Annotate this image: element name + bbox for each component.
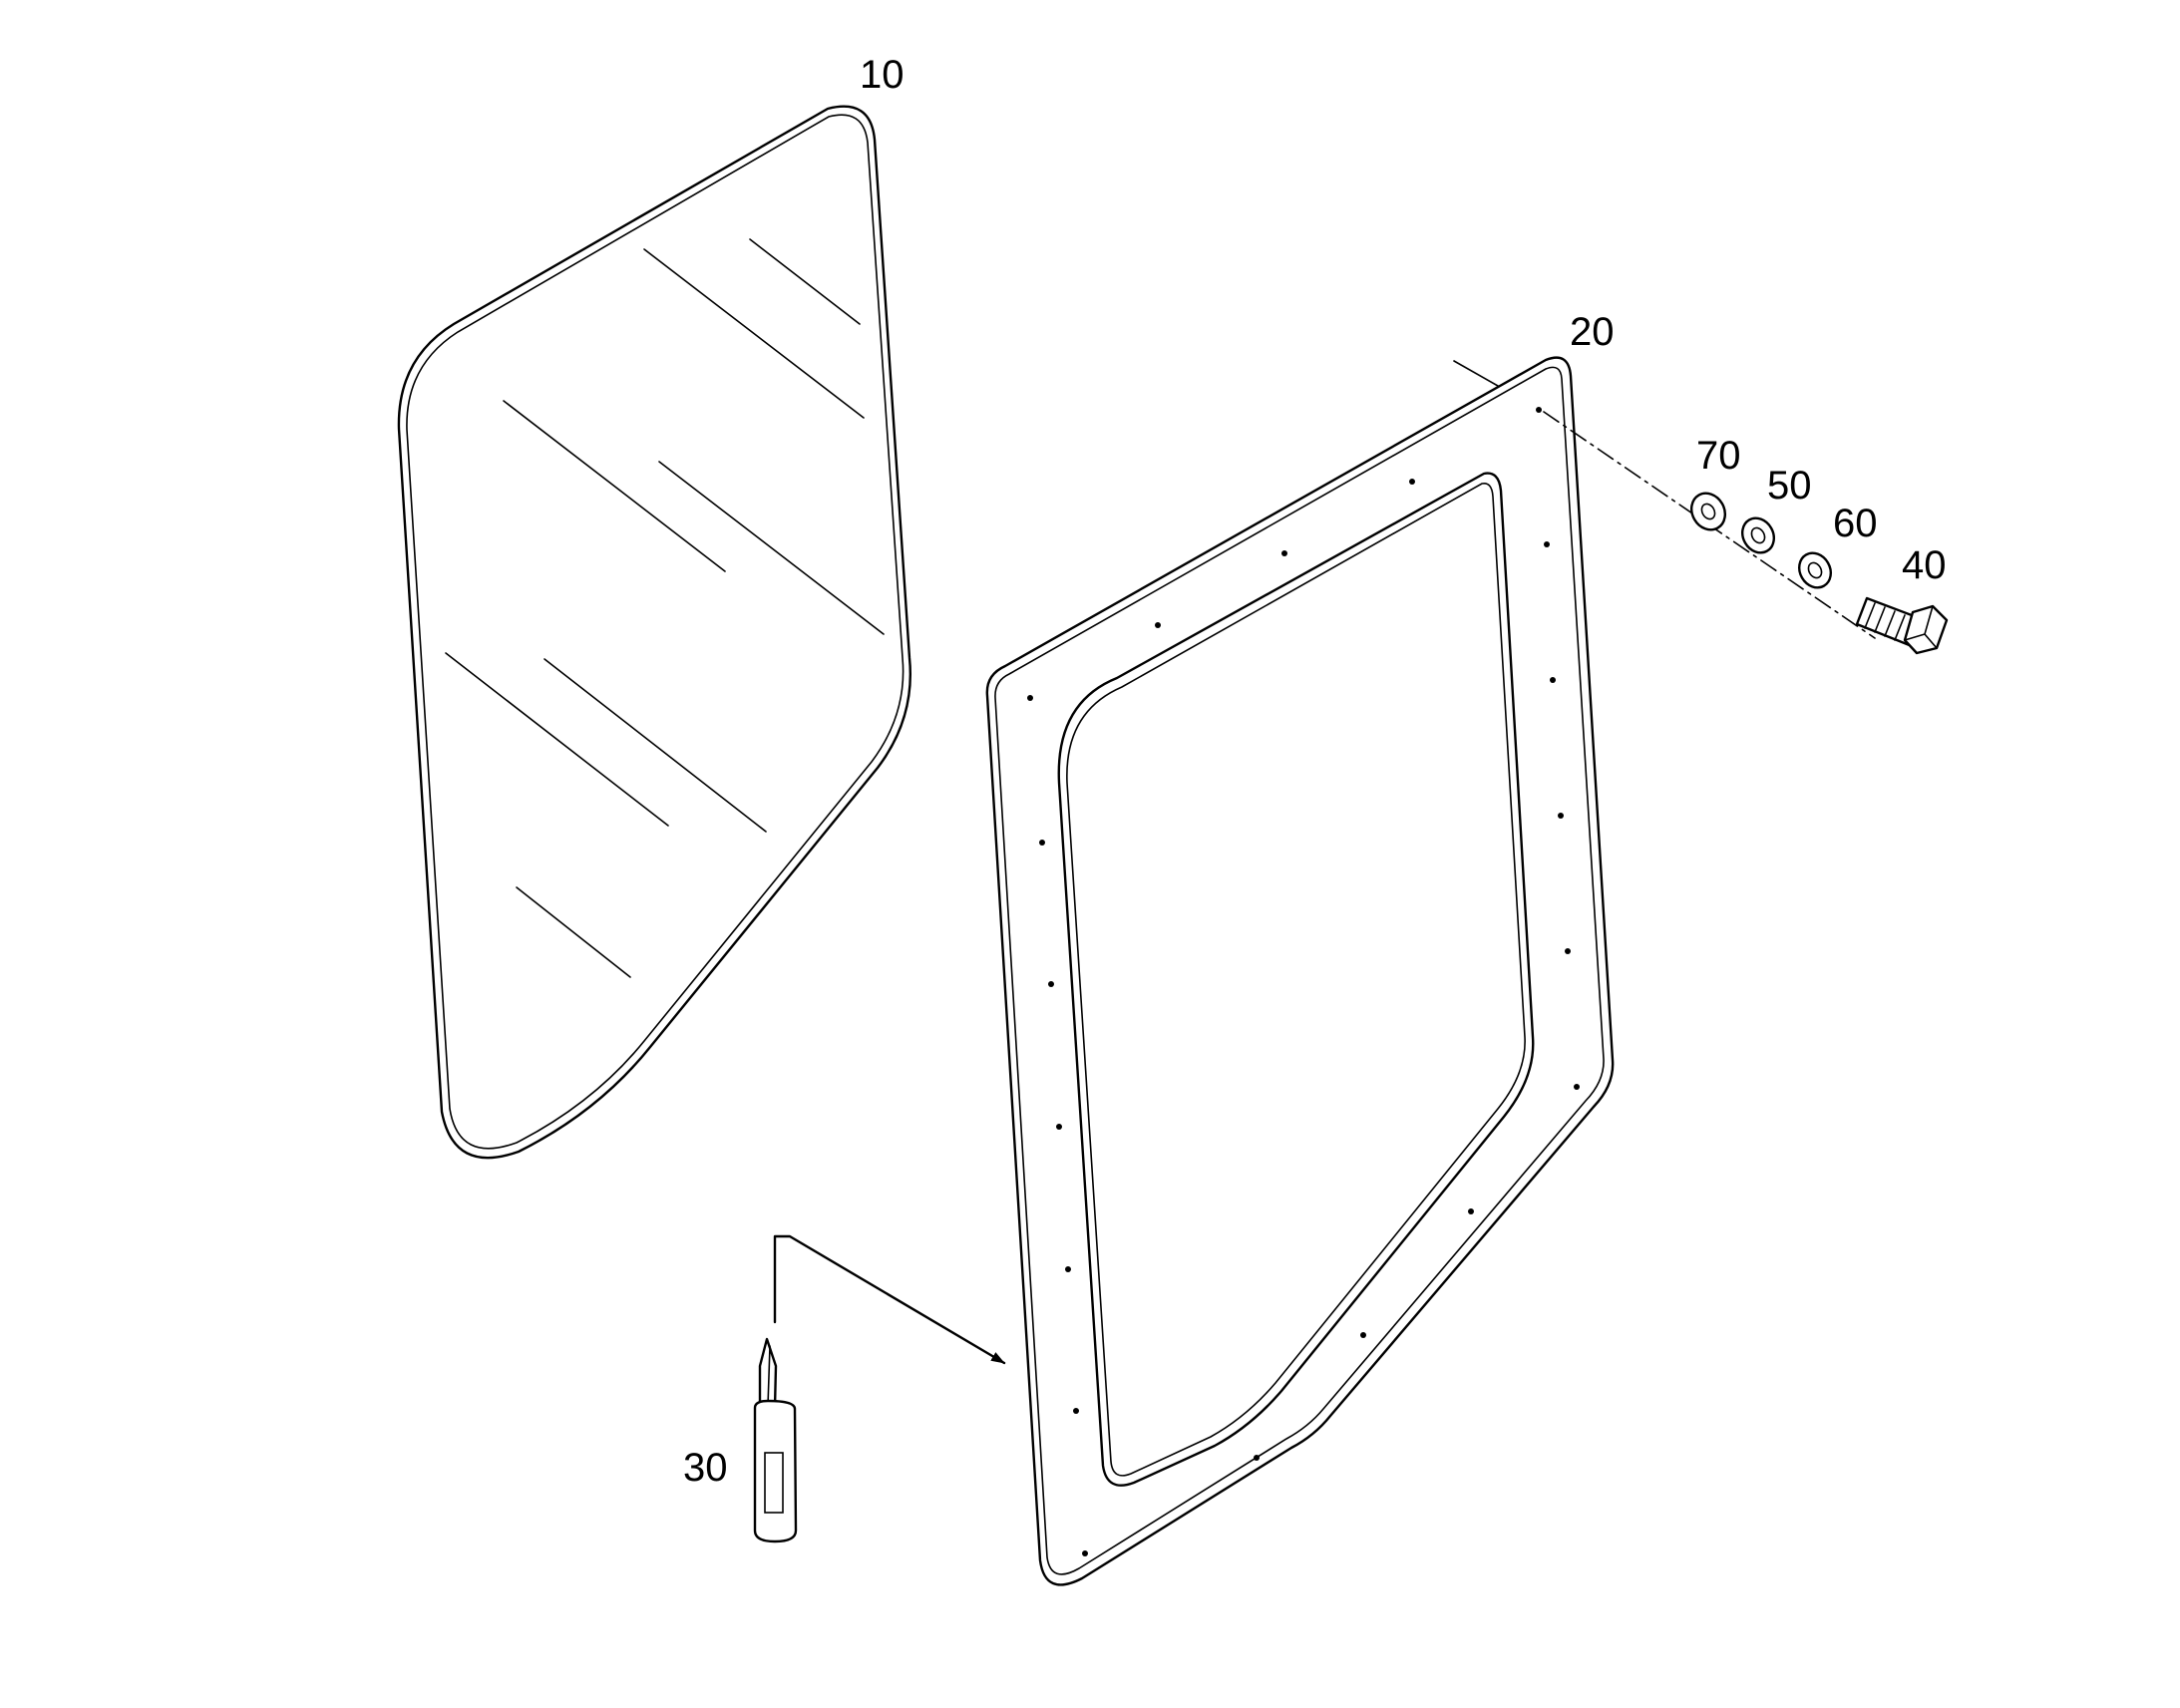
glass-outline-inner	[406, 114, 905, 1150]
washer-70[interactable]	[1685, 488, 1732, 536]
washer-50[interactable]	[1736, 512, 1780, 558]
glass-outline-outer	[397, 105, 911, 1160]
frame-leader-line	[1453, 360, 1499, 387]
callout-20: 20	[1570, 310, 1615, 354]
frame-outline-outer	[985, 356, 1615, 1586]
callout-10: 10	[860, 53, 905, 97]
sealant-body	[753, 1399, 798, 1543]
sealant-label	[764, 1452, 784, 1514]
frame-opening-inner	[1066, 482, 1526, 1477]
glass-reflection-lines	[445, 238, 885, 978]
callout-40: 40	[1902, 543, 1947, 587]
washer-60[interactable]	[1793, 547, 1837, 593]
callout-60: 60	[1833, 502, 1878, 545]
frame-opening-outer	[1057, 472, 1535, 1487]
sealant-tube[interactable]	[753, 1337, 798, 1543]
callout-50: 50	[1767, 464, 1812, 508]
bolt-40[interactable]	[1855, 596, 1949, 655]
window-frame[interactable]	[985, 356, 1615, 1586]
glass-pane[interactable]	[397, 105, 911, 1160]
application-arrow	[773, 1234, 1006, 1365]
callout-30: 30	[683, 1446, 728, 1490]
frame-mounting-holes	[1027, 407, 1580, 1556]
frame-outline-edge	[994, 366, 1605, 1575]
callout-70: 70	[1696, 434, 1741, 478]
